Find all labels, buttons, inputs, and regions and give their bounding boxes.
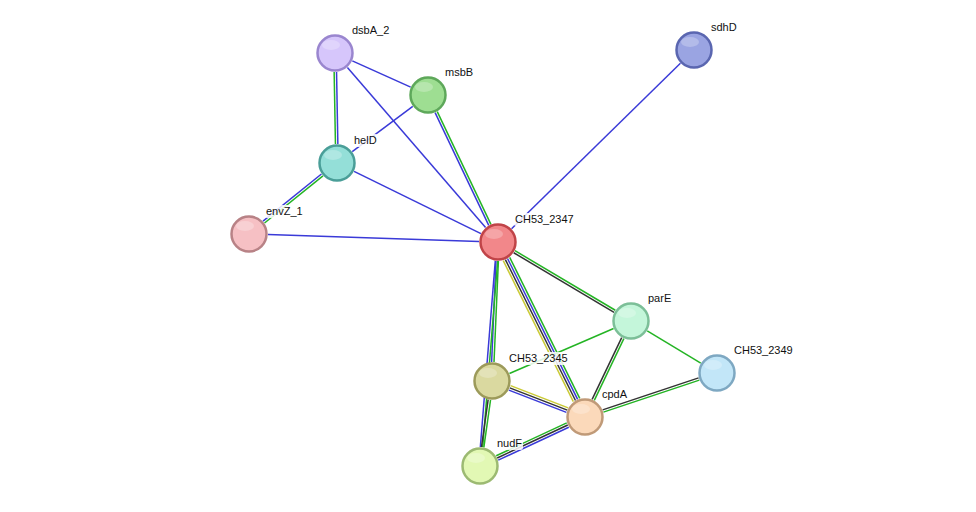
protein-node: parE: [612, 302, 650, 340]
protein-node: CH53_2349: [698, 354, 736, 392]
interaction-edge: [512, 63, 681, 228]
interaction-edge: [354, 171, 481, 233]
node-label: CH53_2345: [508, 352, 569, 365]
node-circle: [612, 302, 650, 340]
node-label: nudF: [496, 437, 523, 450]
node-circle: [675, 31, 713, 69]
protein-node: nudF: [461, 447, 499, 485]
node-label: cpdA: [601, 388, 628, 401]
node-circle: [318, 144, 356, 182]
node-label: CH53_2347: [514, 213, 575, 226]
evidence-line: [508, 258, 578, 399]
node-circle: [479, 223, 517, 261]
interaction-edge: [509, 386, 568, 413]
node-circle: [461, 447, 499, 485]
interaction-edge: [496, 423, 569, 460]
evidence-line: [515, 251, 615, 311]
interaction-edge: [647, 331, 700, 363]
node-label: envZ_1: [265, 205, 304, 218]
evidence-line: [509, 390, 567, 412]
evidence-line: [510, 388, 568, 410]
interaction-edge: [503, 257, 580, 401]
evidence-line: [509, 329, 613, 374]
evidence-line: [496, 423, 567, 456]
evidence-line: [352, 106, 413, 151]
node-label: parE: [647, 292, 672, 305]
interaction-edge: [435, 112, 491, 226]
evidence-line: [354, 171, 481, 233]
protein-node: msbB: [409, 76, 447, 114]
interaction-edge: [347, 67, 485, 227]
node-label: dsbA_2: [351, 24, 390, 37]
protein-node: CH53_2347: [479, 223, 517, 261]
evidence-line: [347, 67, 485, 227]
evidence-line: [334, 72, 335, 144]
protein-node: envZ_1: [230, 215, 268, 253]
evidence-line: [268, 235, 479, 242]
protein-node: CH53_2345: [473, 362, 511, 400]
evidence-line: [265, 176, 323, 223]
interaction-edge: [352, 106, 413, 151]
evidence-line: [480, 261, 495, 447]
node-circle: [230, 215, 268, 253]
interaction-edge: [481, 400, 490, 448]
evidence-line: [263, 174, 321, 221]
node-label: sdhD: [710, 21, 738, 34]
interaction-edge: [480, 261, 497, 447]
evidence-line: [647, 331, 700, 363]
node-circle: [473, 362, 511, 400]
node-label: CH53_2349: [733, 344, 794, 357]
node-label: helD: [353, 134, 378, 147]
node-circle: [698, 354, 736, 392]
interaction-edge: [334, 72, 338, 144]
evidence-line: [503, 261, 573, 402]
protein-node: dsbA_2: [316, 34, 354, 72]
protein-node: helD: [318, 144, 356, 182]
interaction-edge: [263, 174, 323, 223]
interaction-edge: [509, 329, 613, 374]
evidence-line: [510, 257, 580, 398]
interaction-edge: [268, 235, 479, 242]
evidence-line: [505, 260, 575, 401]
protein-node: cpdA: [566, 398, 604, 436]
evidence-line: [435, 113, 489, 226]
node-label: msbB: [444, 66, 474, 79]
evidence-line: [437, 112, 491, 225]
evidence-line: [512, 63, 681, 228]
node-circle: [409, 76, 447, 114]
evidence-line: [511, 386, 569, 408]
evidence-line: [337, 72, 338, 144]
evidence-line: [514, 253, 614, 313]
evidence-line: [481, 400, 488, 447]
interaction-edge: [492, 261, 499, 362]
node-circle: [316, 34, 354, 72]
protein-node: sdhD: [675, 31, 713, 69]
node-circle: [566, 398, 604, 436]
